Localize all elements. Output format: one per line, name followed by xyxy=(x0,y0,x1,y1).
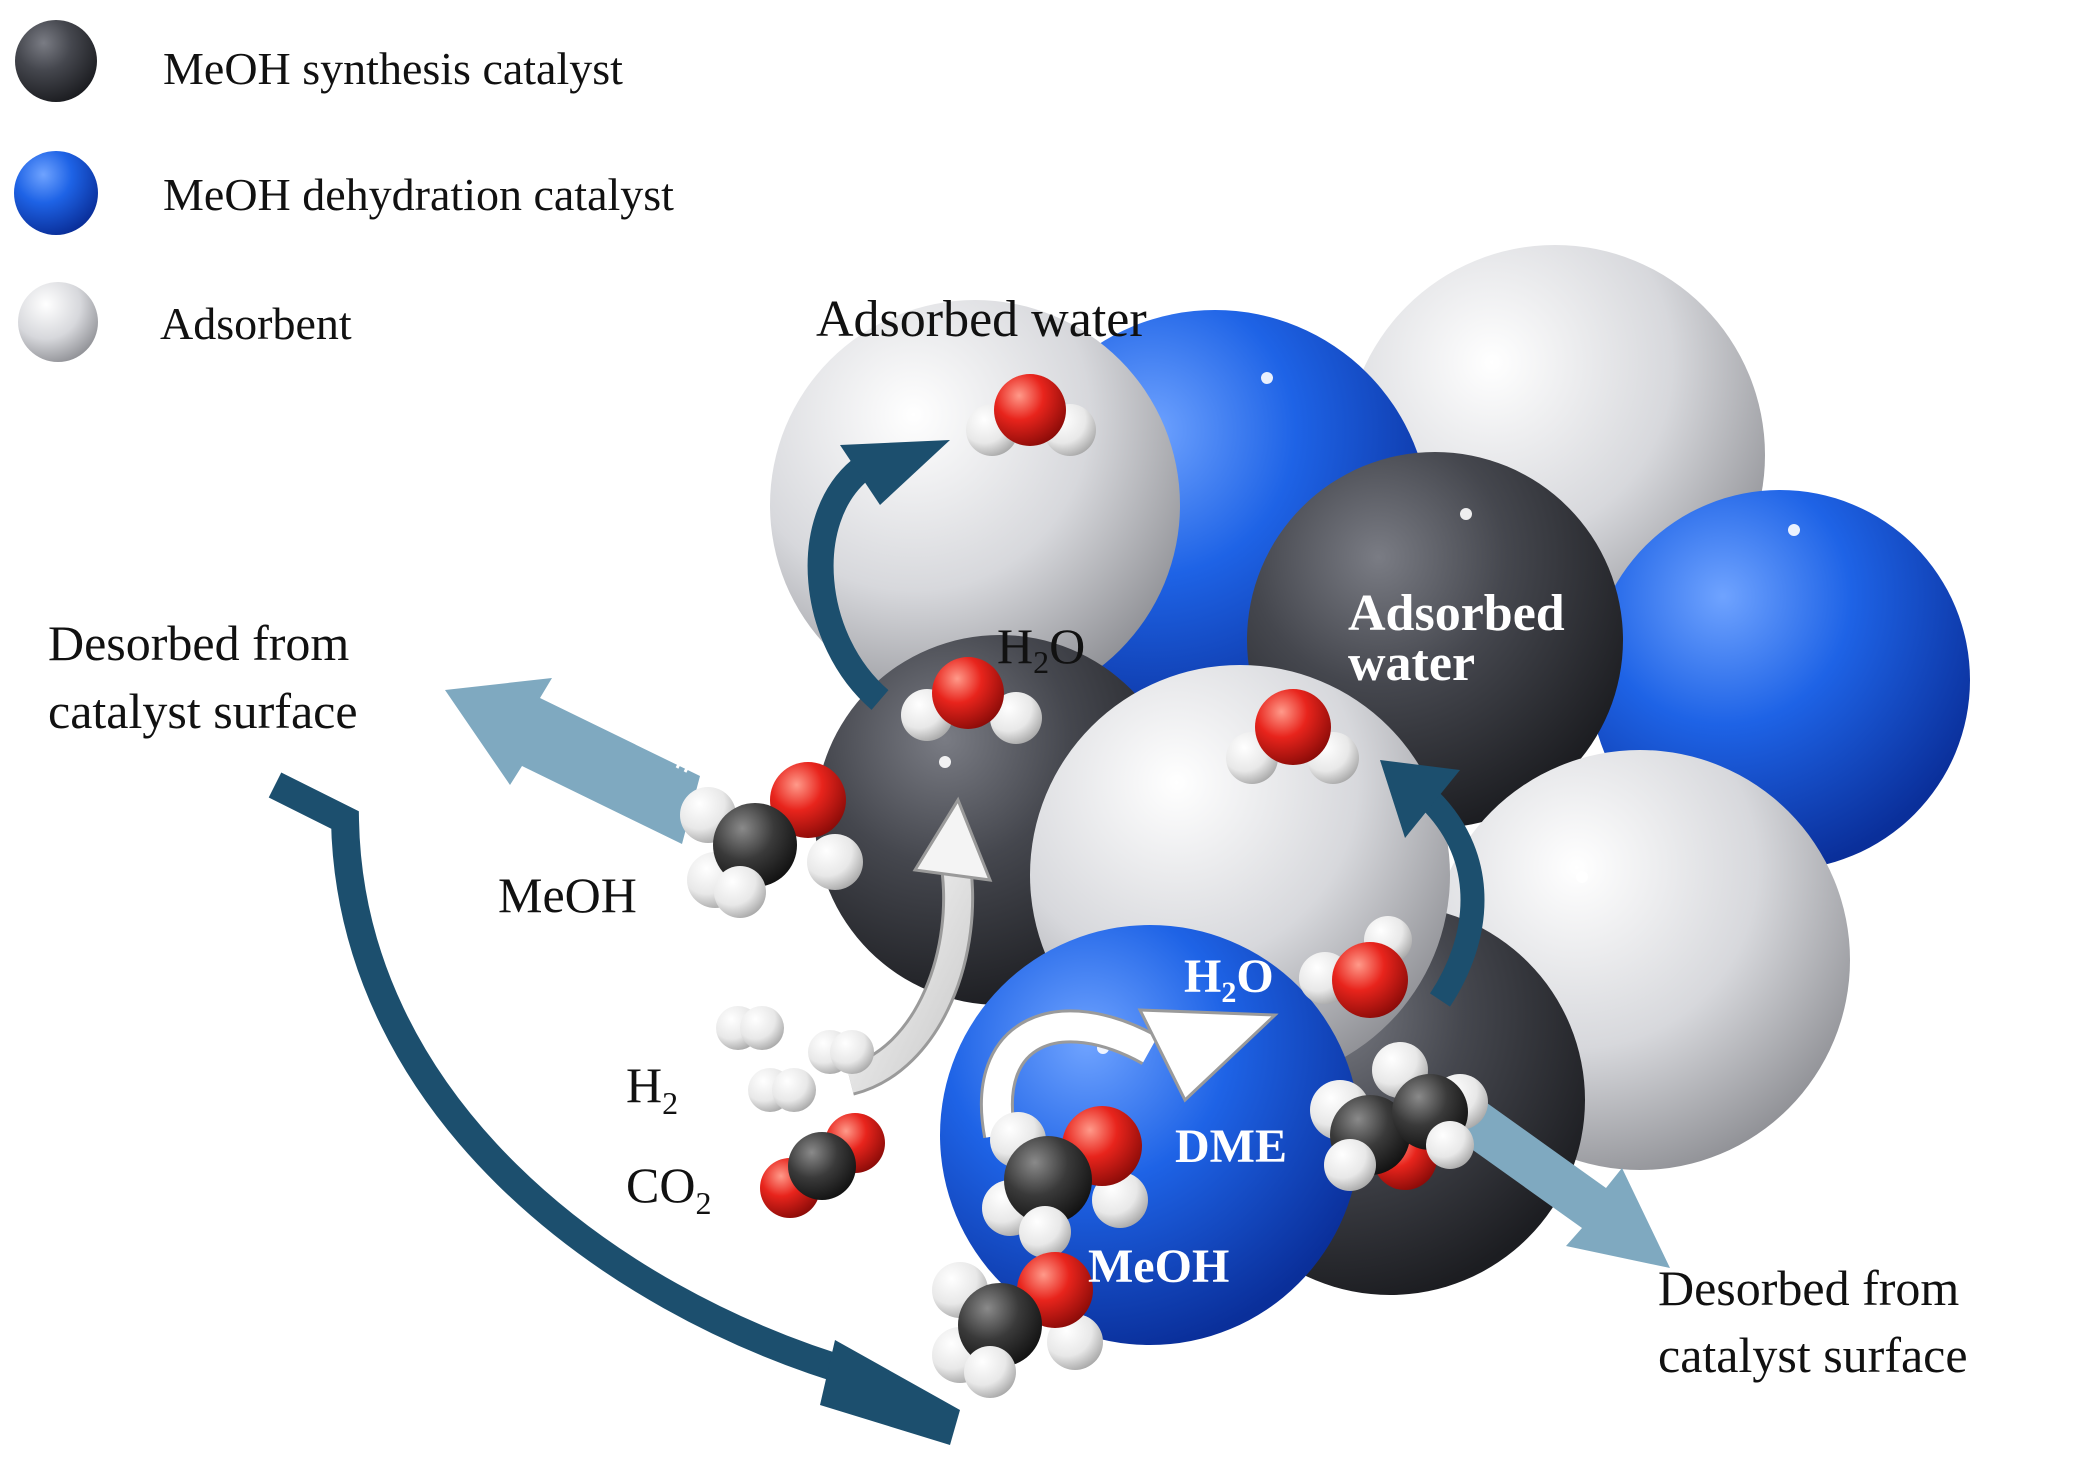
hydrogen-molecule-icon xyxy=(808,1030,874,1074)
dme-molecule-icon xyxy=(1310,1042,1488,1191)
legend-item-synthesis-catalyst: MeOH synthesis catalyst xyxy=(15,20,623,102)
desorbed-right-label-line2: catalyst surface xyxy=(1658,1327,1968,1383)
adsorbent-particle xyxy=(770,300,1180,710)
highlight-dot xyxy=(1788,524,1800,536)
h2-label: H2 xyxy=(626,1057,678,1121)
white-arrow-h2-co2-to-meoh xyxy=(845,796,993,1096)
highlight-dot xyxy=(1261,372,1273,384)
legend-item-dehydration-catalyst: MeOH dehydration catalyst xyxy=(14,151,674,235)
curved-arrow-water-to-adsorbent-right xyxy=(1380,760,1485,1007)
legend-label-synthesis: MeOH synthesis catalyst xyxy=(163,43,623,94)
adsorbed-water-dark-label-line2: water xyxy=(1348,635,1475,692)
methanol-molecule-icon xyxy=(680,762,863,918)
hydrogen-molecule-icon xyxy=(748,1068,816,1112)
meoh-left-label: MeOH xyxy=(498,867,637,923)
curved-arrow-water-to-adsorbent xyxy=(807,440,950,710)
meoh-bottom-label: MeOH xyxy=(1088,1240,1229,1293)
legend: MeOH synthesis catalyst MeOH dehydration… xyxy=(14,20,674,362)
highlight-dot xyxy=(939,756,951,768)
desorbed-left-label-line1: Desorbed from xyxy=(48,615,349,671)
curved-arrow-recycle-meoh xyxy=(268,772,960,1445)
co2-molecule-icon xyxy=(760,1113,885,1218)
dehydration-catalyst-swatch-icon xyxy=(14,151,98,235)
legend-label-adsorbent: Adsorbent xyxy=(160,298,352,349)
legend-item-adsorbent: Adsorbent xyxy=(18,282,352,362)
particle-cluster xyxy=(770,245,1970,1345)
water-molecule-icon xyxy=(966,374,1096,456)
hydrogen-molecule-icon xyxy=(716,1006,784,1050)
methanol-molecule-icon xyxy=(932,1252,1103,1398)
water-molecule-icon xyxy=(1226,689,1359,784)
desorbed-arrow-left xyxy=(445,678,702,844)
highlight-dot xyxy=(1576,871,1588,883)
desorbed-left-label-line2: catalyst surface xyxy=(48,683,358,739)
adsorbent-swatch-icon xyxy=(18,282,98,362)
synthesis-catalyst-swatch-icon xyxy=(15,20,97,102)
white-arrow-meoh-to-dme xyxy=(979,1008,1279,1139)
highlight-dot xyxy=(1460,508,1472,520)
adsorbed-water-top-label: Adsorbed water xyxy=(816,291,1147,348)
h2o-blue-label: H2O xyxy=(1184,950,1274,1009)
desorbed-right-label-line1: Desorbed from xyxy=(1658,1260,1959,1316)
co2-label: CO2 xyxy=(626,1157,711,1221)
legend-label-dehydration: MeOH dehydration catalyst xyxy=(163,169,674,220)
methanol-molecule-icon xyxy=(982,1106,1148,1258)
water-molecule-icon xyxy=(901,657,1042,744)
h2o-top-label: H2O xyxy=(997,618,1085,680)
water-molecule-icon xyxy=(1299,916,1412,1018)
adsorbed-water-dark-label-line1: Adsorbed xyxy=(1348,585,1565,642)
dme-label: DME xyxy=(1175,1120,1287,1173)
